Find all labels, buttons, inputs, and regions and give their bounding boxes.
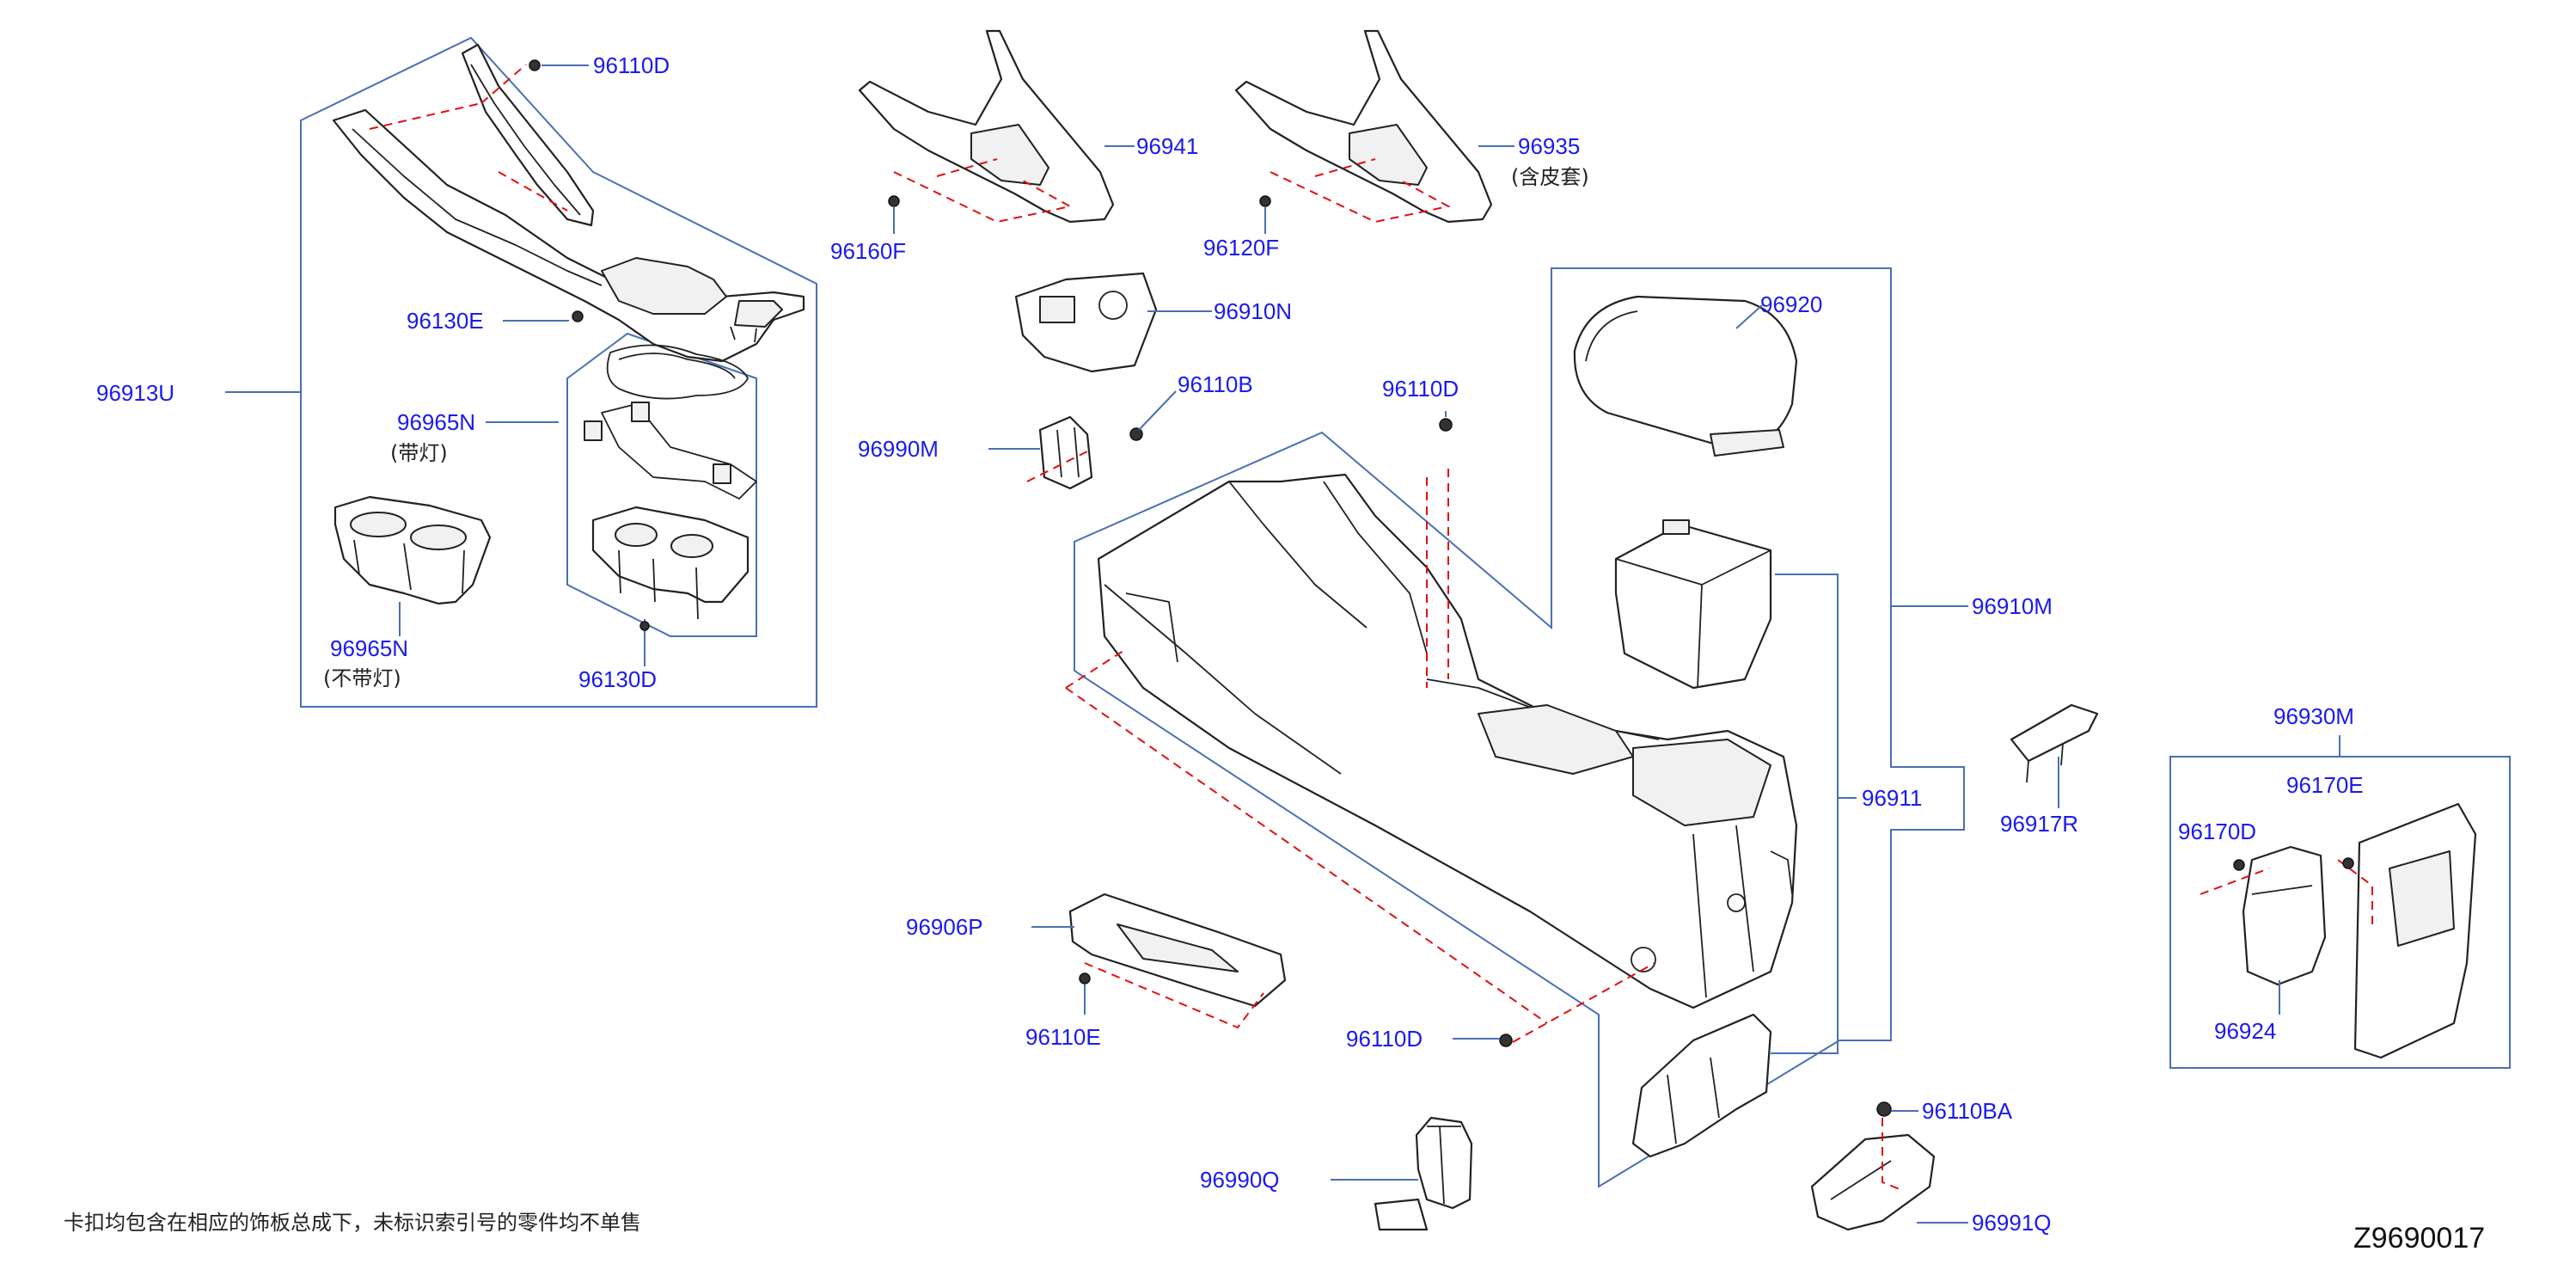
callout-96130E: 96130E: [407, 308, 484, 334]
callout-96110BA: 96110BA: [1922, 1098, 2013, 1124]
group-box-96965N-lamp: [566, 332, 757, 637]
clip-96170E: [2342, 857, 2354, 869]
callout-96906P: 96906P: [906, 914, 983, 940]
hidden-fastener-line: [893, 171, 1073, 224]
callout-96990Q: 96990Q: [1200, 1167, 1280, 1193]
part-96917R: [2010, 703, 2099, 783]
bracket-96991Q: [1810, 1133, 1936, 1231]
bezel-96935: [1234, 29, 1493, 224]
callout-96160F: 96160F: [830, 238, 906, 264]
callout-96110D-low: 96110D: [1346, 1026, 1423, 1052]
bezel-96941: [858, 29, 1115, 224]
callout-96935: 96935: [1518, 133, 1580, 159]
callout-96110E: 96110E: [1025, 1024, 1101, 1050]
leader-96110B: [1138, 390, 1177, 431]
upper-finisher-96913U: [332, 43, 805, 363]
hidden-fastener-line: [1882, 1118, 1905, 1192]
bracket-96910N: [1014, 272, 1158, 373]
hidden-fastener-line: [369, 64, 527, 130]
clip-96120F: [1259, 195, 1271, 207]
callout-96935-note: (含皮套): [1511, 165, 1589, 189]
hidden-fastener-line: [1065, 648, 1548, 1024]
armrest-lid-96920: [1573, 295, 1798, 457]
console-front-bracket: [1631, 1013, 1772, 1158]
tray-96906P: [1068, 893, 1287, 1008]
hidden-fastener-line: [1270, 171, 1451, 224]
footnote: 卡扣均包含在相应的饰板总成下，未标识索引号的零件均不单售: [64, 1211, 641, 1235]
callout-96924: 96924: [2214, 1018, 2276, 1044]
callout-96130D: 96130D: [578, 666, 657, 692]
clip-96110B: [1129, 427, 1143, 441]
hidden-fastener-line: [498, 171, 568, 212]
callout-96911: 96911: [1862, 785, 1922, 811]
callout-96941: 96941: [1136, 133, 1198, 159]
callout-96965N-b-note: (不带灯): [323, 666, 401, 690]
cup-holder-with-lamp: [584, 344, 757, 620]
side-finisher-96930M: [2353, 802, 2477, 1059]
callout-96910N: 96910N: [1214, 298, 1292, 324]
callout-96170D: 96170D: [2178, 819, 2256, 844]
group-box-96930M: [2169, 756, 2511, 1069]
clip-96110E: [1079, 972, 1091, 985]
callout-96991Q: 96991Q: [1972, 1210, 2052, 1236]
pocket-96924: [2242, 845, 2327, 986]
group-box-96913U: [300, 36, 817, 708]
bracket-96990Q: [1374, 1116, 1473, 1231]
storage-box-96910M: [1614, 519, 1772, 690]
callout-96965N-a: 96965N: [397, 409, 475, 435]
hidden-fastener-line: [936, 158, 998, 177]
group-box-96911: [1771, 574, 1839, 1054]
hidden-fastener-line: [1084, 962, 1264, 1029]
callout-96913U: 96913U: [96, 380, 174, 406]
hidden-fastener-line: [1314, 158, 1376, 177]
hidden-fastener-line: [1026, 451, 1088, 482]
callout-96965N-a-note: (带灯): [390, 441, 448, 465]
callout-96990M: 96990M: [858, 436, 939, 462]
console-body-96911: [1097, 473, 1798, 1009]
clip-96160F: [888, 195, 900, 207]
clip-96130E: [572, 310, 584, 322]
clip-96110D-top: [529, 59, 541, 71]
hidden-fastener-line: [1426, 469, 1449, 688]
callout-96110D-mid: 96110D: [1382, 376, 1459, 402]
callout-96120F: 96120F: [1203, 235, 1279, 261]
clip-96110BA: [1876, 1101, 1892, 1117]
callout-96170E: 96170E: [2286, 772, 2364, 798]
callout-96920: 96920: [1760, 291, 1822, 317]
figure-id: Z9690017: [2353, 1222, 2485, 1255]
callout-96965N-b: 96965N: [330, 635, 408, 661]
bracket-96990M: [1038, 415, 1093, 490]
callout-96910M: 96910M: [1972, 593, 2053, 619]
callout-96110B: 96110B: [1178, 371, 1253, 397]
callout-96110D-top: 96110D: [593, 52, 670, 78]
clip-96110D-mid: [1439, 418, 1453, 432]
leader-96920: [1735, 304, 1763, 329]
callout-96917R: 96917R: [2000, 811, 2078, 837]
clip-96170D: [2233, 859, 2245, 871]
callout-96930M: 96930M: [2273, 703, 2354, 729]
cup-holder-without-lamp: [333, 495, 492, 605]
clip-96130D: [639, 621, 650, 631]
clip-96110D-low: [1499, 1034, 1513, 1047]
hidden-fastener-line: [2200, 859, 2373, 929]
hidden-fastener-line: [1512, 962, 1655, 1043]
group-box-96910M: [1074, 267, 1965, 1188]
